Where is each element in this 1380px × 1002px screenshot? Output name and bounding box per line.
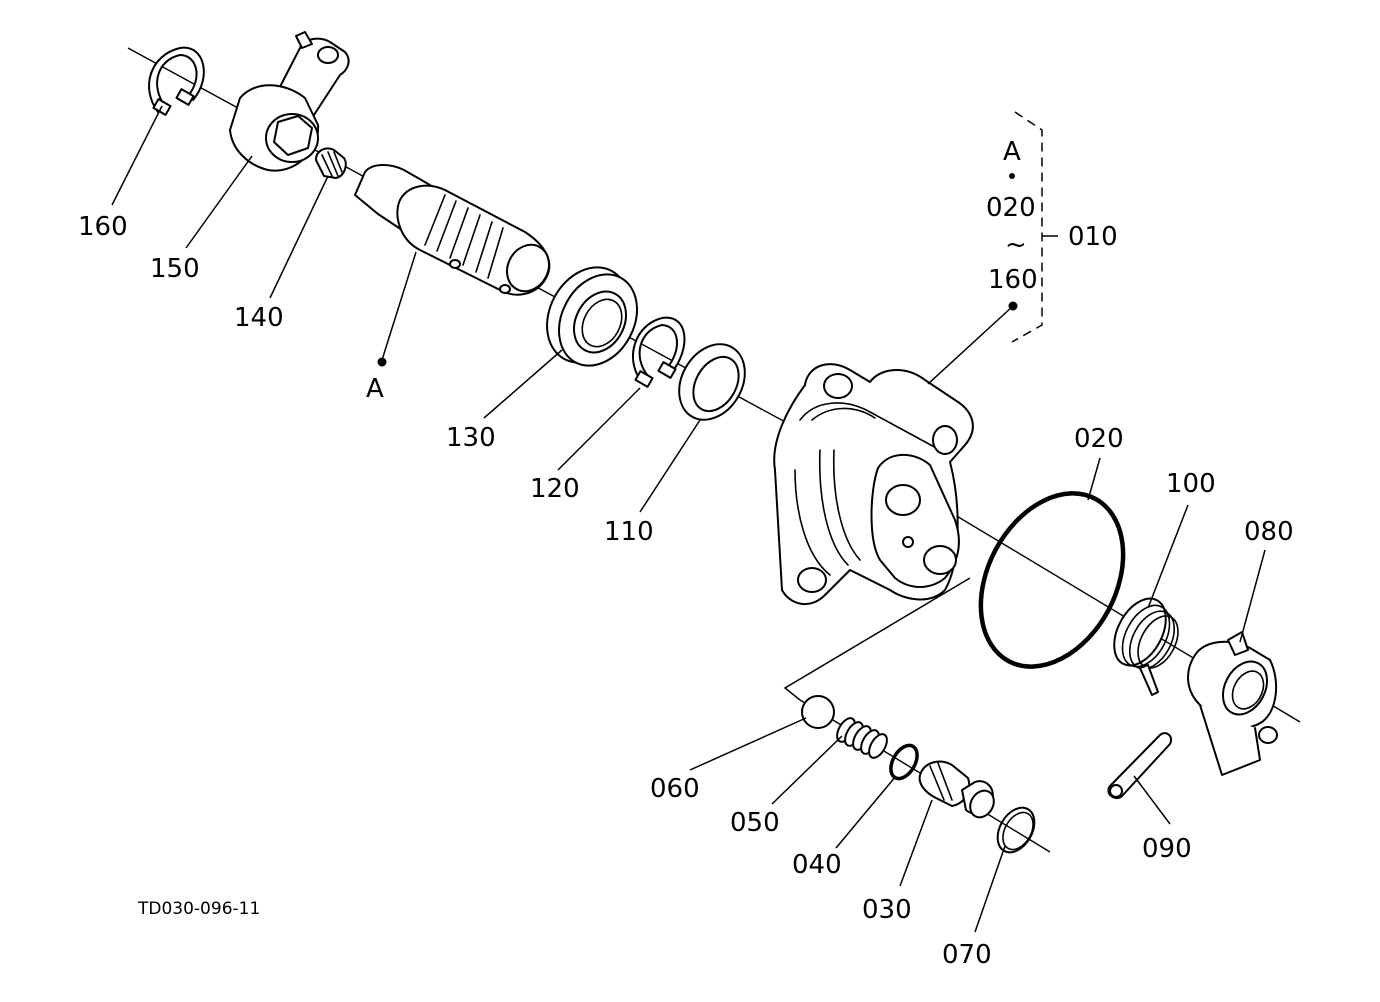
label-140: 140	[234, 303, 284, 333]
bearing-130	[546, 266, 638, 367]
plug-140	[315, 147, 347, 179]
label-080: 080	[1244, 517, 1294, 547]
housing-010	[773, 363, 974, 605]
valve-plug-030	[918, 760, 995, 819]
label-110: 110	[604, 517, 654, 547]
o-ring-040	[889, 743, 919, 781]
label-120: 120	[530, 474, 580, 504]
label-100: 100	[1166, 469, 1216, 499]
pin-090	[1107, 732, 1172, 800]
washer-110	[678, 343, 746, 421]
leader-lines	[111, 105, 1266, 933]
note-ref-A: A	[1003, 137, 1021, 167]
label-130: 130	[446, 423, 496, 453]
spring-100	[1113, 597, 1179, 696]
detail-boundary-line	[783, 577, 971, 701]
drawing-code: TD030-096-11	[137, 899, 260, 919]
note-tilde: ~	[1005, 230, 1027, 260]
label-150: 150	[150, 254, 200, 284]
note-to-160: 160	[988, 265, 1038, 295]
assembly-bracket	[1009, 111, 1058, 343]
lever-arm-150	[229, 31, 350, 172]
o-ring-070	[996, 806, 1036, 854]
snap-ring-160	[148, 46, 205, 116]
snap-ring-120	[632, 316, 686, 388]
label-050: 050	[730, 808, 780, 838]
lever-plate-080	[1187, 631, 1278, 776]
label-040: 040	[792, 850, 842, 880]
spring-050	[836, 717, 888, 759]
label-A: A	[366, 374, 384, 404]
label-020: 020	[1074, 424, 1124, 454]
label-090: 090	[1142, 834, 1192, 864]
ball-060	[801, 695, 835, 729]
label-010: 010	[1068, 222, 1118, 252]
label-030: 030	[862, 895, 912, 925]
shaft-A	[354, 164, 551, 296]
label-060: 060	[650, 774, 700, 804]
note-from-020: 020	[986, 193, 1036, 223]
label-070: 070	[942, 940, 992, 970]
o-ring-020	[978, 491, 1126, 669]
center-axis-lines	[127, 47, 1301, 853]
label-160: 160	[78, 212, 128, 242]
